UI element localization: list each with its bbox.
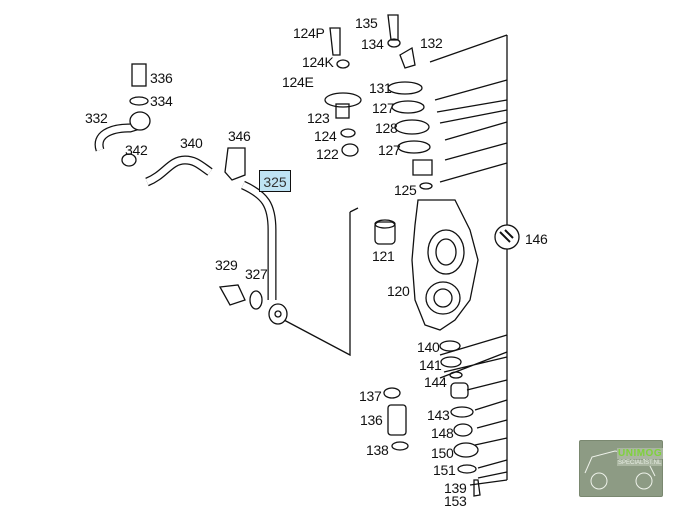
part-label[interactable]: 140: [417, 339, 440, 355]
part-label[interactable]: 120: [387, 283, 410, 299]
part-label[interactable]: 124: [314, 128, 337, 144]
part-label[interactable]: 332: [85, 110, 108, 126]
part-label[interactable]: 327: [245, 266, 268, 282]
part-label[interactable]: 124K: [302, 54, 334, 70]
part-label[interactable]: 334: [150, 93, 173, 109]
part-label[interactable]: 139: [444, 480, 467, 496]
logo-text-sub: SPECIALIST.NL: [617, 460, 663, 466]
part-label[interactable]: 127: [372, 100, 395, 116]
part-label[interactable]: 346: [228, 128, 251, 144]
part-label[interactable]: 144: [424, 374, 447, 390]
part-label[interactable]: 336: [150, 70, 173, 86]
part-label[interactable]: 123: [307, 110, 330, 126]
unimog-specialist-logo: UNIMOG SPECIALIST.NL: [579, 440, 664, 497]
part-label[interactable]: 121: [372, 248, 395, 264]
part-label[interactable]: 125: [394, 182, 417, 198]
part-label[interactable]: 340: [180, 135, 203, 151]
part-label[interactable]: 122: [316, 146, 339, 162]
part-label[interactable]: 150: [431, 445, 454, 461]
part-label[interactable]: 128: [375, 120, 398, 136]
part-label[interactable]: 141: [419, 357, 442, 373]
part-label[interactable]: 342: [125, 142, 148, 158]
part-label[interactable]: 146: [525, 231, 548, 247]
part-label[interactable]: 132: [420, 35, 443, 51]
part-label[interactable]: 138: [366, 442, 389, 458]
part-label[interactable]: 124E: [282, 74, 314, 90]
part-label[interactable]: 151: [433, 462, 456, 478]
logo-text-main: UNIMOG: [617, 448, 664, 459]
part-label[interactable]: 329: [215, 257, 238, 273]
part-label[interactable]: 131: [369, 80, 392, 96]
part-label[interactable]: 135: [355, 15, 378, 31]
part-label[interactable]: 127: [378, 142, 401, 158]
part-label[interactable]: 153: [444, 493, 467, 509]
part-label[interactable]: 136: [360, 412, 383, 428]
part-label[interactable]: 143: [427, 407, 450, 423]
part-label[interactable]: 124P: [293, 25, 325, 41]
part-label[interactable]: 137: [359, 388, 382, 404]
part-label[interactable]: 134: [361, 36, 384, 52]
part-label-highlighted[interactable]: 325: [259, 170, 291, 192]
part-label[interactable]: 148: [431, 425, 454, 441]
